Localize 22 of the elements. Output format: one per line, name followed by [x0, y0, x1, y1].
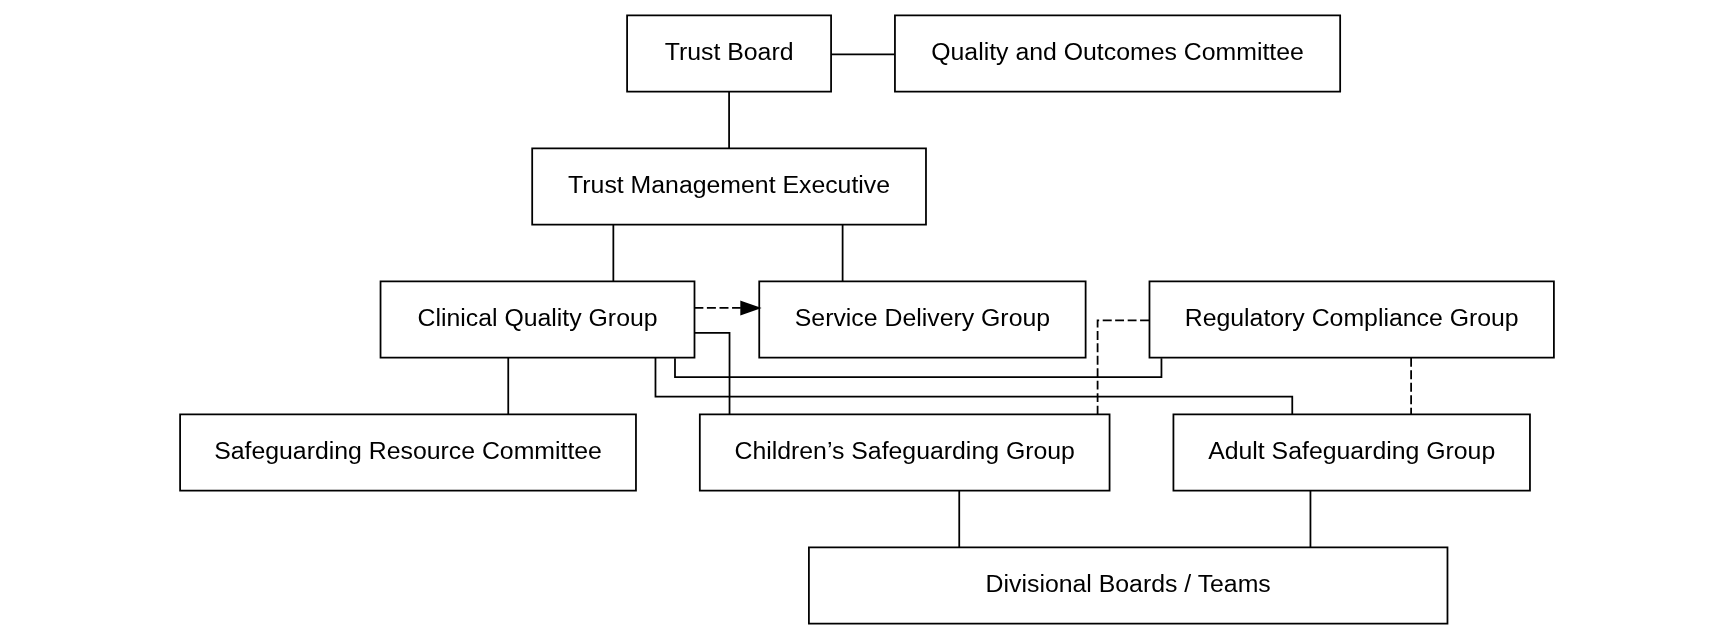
- node-box: Children’s Safeguarding Group: [698, 413, 1111, 492]
- connector: [830, 53, 896, 56]
- connector: [841, 224, 844, 282]
- node-box: Divisional Boards / Teams: [808, 546, 1449, 625]
- connector: [958, 490, 961, 549]
- connector: [693, 331, 731, 415]
- connector: [507, 357, 510, 416]
- connector: [612, 224, 615, 282]
- node-box: Quality and Outcomes Committee: [894, 14, 1342, 93]
- connector: [1410, 357, 1412, 416]
- node-box: Trust Management Executive: [531, 147, 927, 226]
- connector: [1096, 319, 1150, 416]
- connector: [1309, 490, 1312, 549]
- arrow: [693, 300, 762, 316]
- node-box: Clinical Quality Group: [379, 280, 696, 359]
- node-box: Trust Board: [626, 14, 832, 93]
- connector: [728, 91, 730, 149]
- node-box: Service Delivery Group: [758, 280, 1087, 359]
- connector: [654, 357, 1294, 416]
- node-box: Regulatory Compliance Group: [1148, 280, 1555, 359]
- node-box: Safeguarding Resource Committee: [179, 413, 637, 492]
- node-box: Adult Safeguarding Group: [1172, 413, 1531, 492]
